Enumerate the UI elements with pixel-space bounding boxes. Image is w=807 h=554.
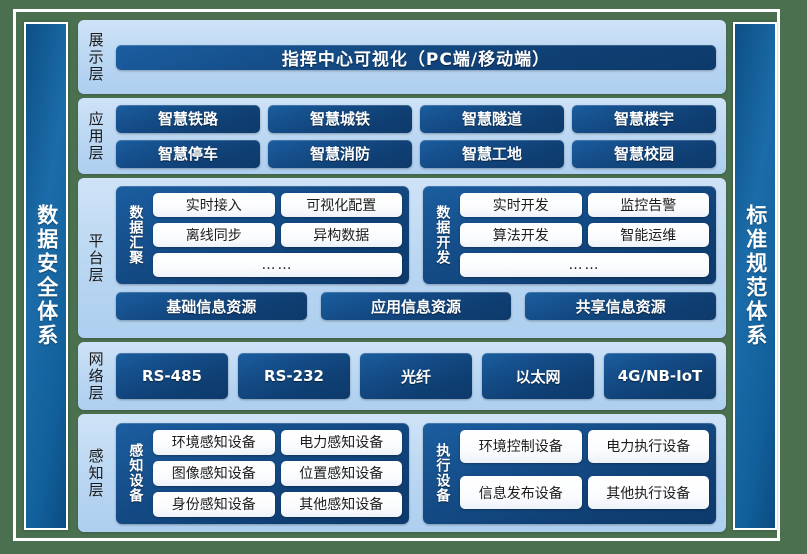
- layer-application-label: 应用层: [86, 110, 105, 162]
- app-item-smart-fire[interactable]: 智慧消防: [268, 139, 412, 168]
- chip-algorithm-dev[interactable]: 算法开发: [460, 223, 582, 247]
- actuator-power[interactable]: 电力执行设备: [587, 429, 709, 463]
- chip-development-more[interactable]: ……: [460, 253, 709, 277]
- layer-sensing-label: 感知层: [86, 447, 105, 499]
- layer-platform: 平台层 数据汇聚 实时接入 可视化配置 离线同步 异构数据: [78, 178, 726, 338]
- chip-heterogeneous-data[interactable]: 异构数据: [280, 223, 402, 247]
- outer-frame: [13, 9, 780, 541]
- sensing-group-actuators: 执行设备 环境控制设备 电力执行设备 信息发布设备 其他执行设备: [423, 422, 716, 524]
- net-item-rs485[interactable]: RS-485: [116, 353, 228, 399]
- left-pillar-data-security: 数据安全体系: [24, 22, 68, 530]
- net-item-ethernet[interactable]: 以太网: [482, 353, 594, 399]
- display-banner-command-center[interactable]: 指挥中心可视化（PC端/移动端）: [116, 44, 716, 70]
- app-item-smart-campus[interactable]: 智慧校园: [572, 139, 716, 168]
- sensor-identity[interactable]: 身份感知设备: [153, 491, 275, 517]
- network-items: RS-485 RS-232 光纤 以太网 4G/NB-IoT: [112, 353, 726, 399]
- platform-groups: 数据汇聚 实时接入 可视化配置 离线同步 异构数据 ……: [112, 178, 726, 284]
- chip-aggregation-more[interactable]: ……: [153, 253, 402, 277]
- layer-network-label: 网络层: [86, 350, 105, 402]
- layer-display-label: 展示层: [86, 31, 105, 83]
- net-item-fiber[interactable]: 光纤: [360, 353, 472, 399]
- layer-application: 应用层 智慧铁路 智慧城铁 智慧隧道 智慧楼宇 智慧停车 智慧消防 智慧工地 智…: [78, 98, 726, 174]
- sensor-image[interactable]: 图像感知设备: [153, 460, 275, 486]
- sensing-group-sensors: 感知设备 环境感知设备 电力感知设备 图像感知设备 位置感知设备 身份感知设备 …: [116, 422, 409, 524]
- app-item-smart-parking[interactable]: 智慧停车: [116, 139, 260, 168]
- sensor-power[interactable]: 电力感知设备: [280, 429, 402, 455]
- chip-realtime-ingest[interactable]: 实时接入: [153, 193, 275, 217]
- actuator-other[interactable]: 其他执行设备: [587, 476, 709, 509]
- sensing-groups: 感知设备 环境感知设备 电力感知设备 图像感知设备 位置感知设备 身份感知设备 …: [112, 422, 726, 524]
- application-grid: 智慧铁路 智慧城铁 智慧隧道 智慧楼宇 智慧停车 智慧消防 智慧工地 智慧校园: [112, 104, 726, 168]
- platform-group-data-aggregation: 数据汇聚 实时接入 可视化配置 离线同步 异构数据 ……: [116, 186, 409, 284]
- chip-visual-config[interactable]: 可视化配置: [280, 193, 402, 217]
- platform-group-development-title: 数据开发: [434, 205, 451, 265]
- platform-resource-row: 基础信息资源 应用信息资源 共享信息资源: [112, 284, 726, 328]
- actuator-info-publish[interactable]: 信息发布设备: [460, 476, 582, 509]
- sensor-other[interactable]: 其他感知设备: [280, 491, 402, 517]
- chip-smart-ops[interactable]: 智能运维: [587, 223, 709, 247]
- resource-shared-info[interactable]: 共享信息资源: [525, 292, 717, 320]
- app-item-smart-building[interactable]: 智慧楼宇: [572, 104, 716, 133]
- actuator-chip-grid: 环境控制设备 电力执行设备 信息发布设备 其他执行设备: [460, 429, 709, 517]
- sensor-chip-grid: 环境感知设备 电力感知设备 图像感知设备 位置感知设备 身份感知设备 其他感知设…: [153, 429, 402, 517]
- layer-platform-label: 平台层: [86, 232, 105, 284]
- layer-display: 展示层 指挥中心可视化（PC端/移动端）: [78, 20, 726, 94]
- net-item-rs232[interactable]: RS-232: [238, 353, 350, 399]
- sensor-location[interactable]: 位置感知设备: [280, 460, 402, 486]
- right-pillar-standards: 标准规范体系: [733, 22, 777, 530]
- layer-network: 网络层 RS-485 RS-232 光纤 以太网 4G/NB-IoT: [78, 342, 726, 410]
- chip-monitor-alarm[interactable]: 监控告警: [587, 193, 709, 217]
- app-item-smart-metro[interactable]: 智慧城铁: [268, 104, 412, 133]
- chip-offline-sync[interactable]: 离线同步: [153, 223, 275, 247]
- chip-realtime-dev[interactable]: 实时开发: [460, 193, 582, 217]
- resource-app-info[interactable]: 应用信息资源: [320, 292, 512, 320]
- app-item-smart-site[interactable]: 智慧工地: [420, 139, 564, 168]
- app-item-smart-tunnel[interactable]: 智慧隧道: [420, 104, 564, 133]
- sensor-environment[interactable]: 环境感知设备: [153, 429, 275, 455]
- sensing-group-actuators-title: 执行设备: [434, 443, 451, 503]
- platform-group-data-development: 数据开发 实时开发 监控告警 算法开发 智能运维 ……: [423, 186, 716, 284]
- left-pillar-label: 数据安全体系: [34, 204, 59, 348]
- right-pillar-label: 标准规范体系: [743, 204, 768, 348]
- platform-group-aggregation-title: 数据汇聚: [127, 205, 144, 265]
- resource-basic-info[interactable]: 基础信息资源: [116, 292, 307, 320]
- app-item-smart-railway[interactable]: 智慧铁路: [116, 104, 260, 133]
- layer-sensing: 感知层 感知设备 环境感知设备 电力感知设备 图像感知设备 位置感知设备 身份感…: [78, 414, 726, 532]
- net-item-4g-nbiot[interactable]: 4G/NB-IoT: [604, 353, 716, 399]
- actuator-environment-control[interactable]: 环境控制设备: [460, 429, 582, 463]
- sensing-group-sensors-title: 感知设备: [127, 443, 144, 503]
